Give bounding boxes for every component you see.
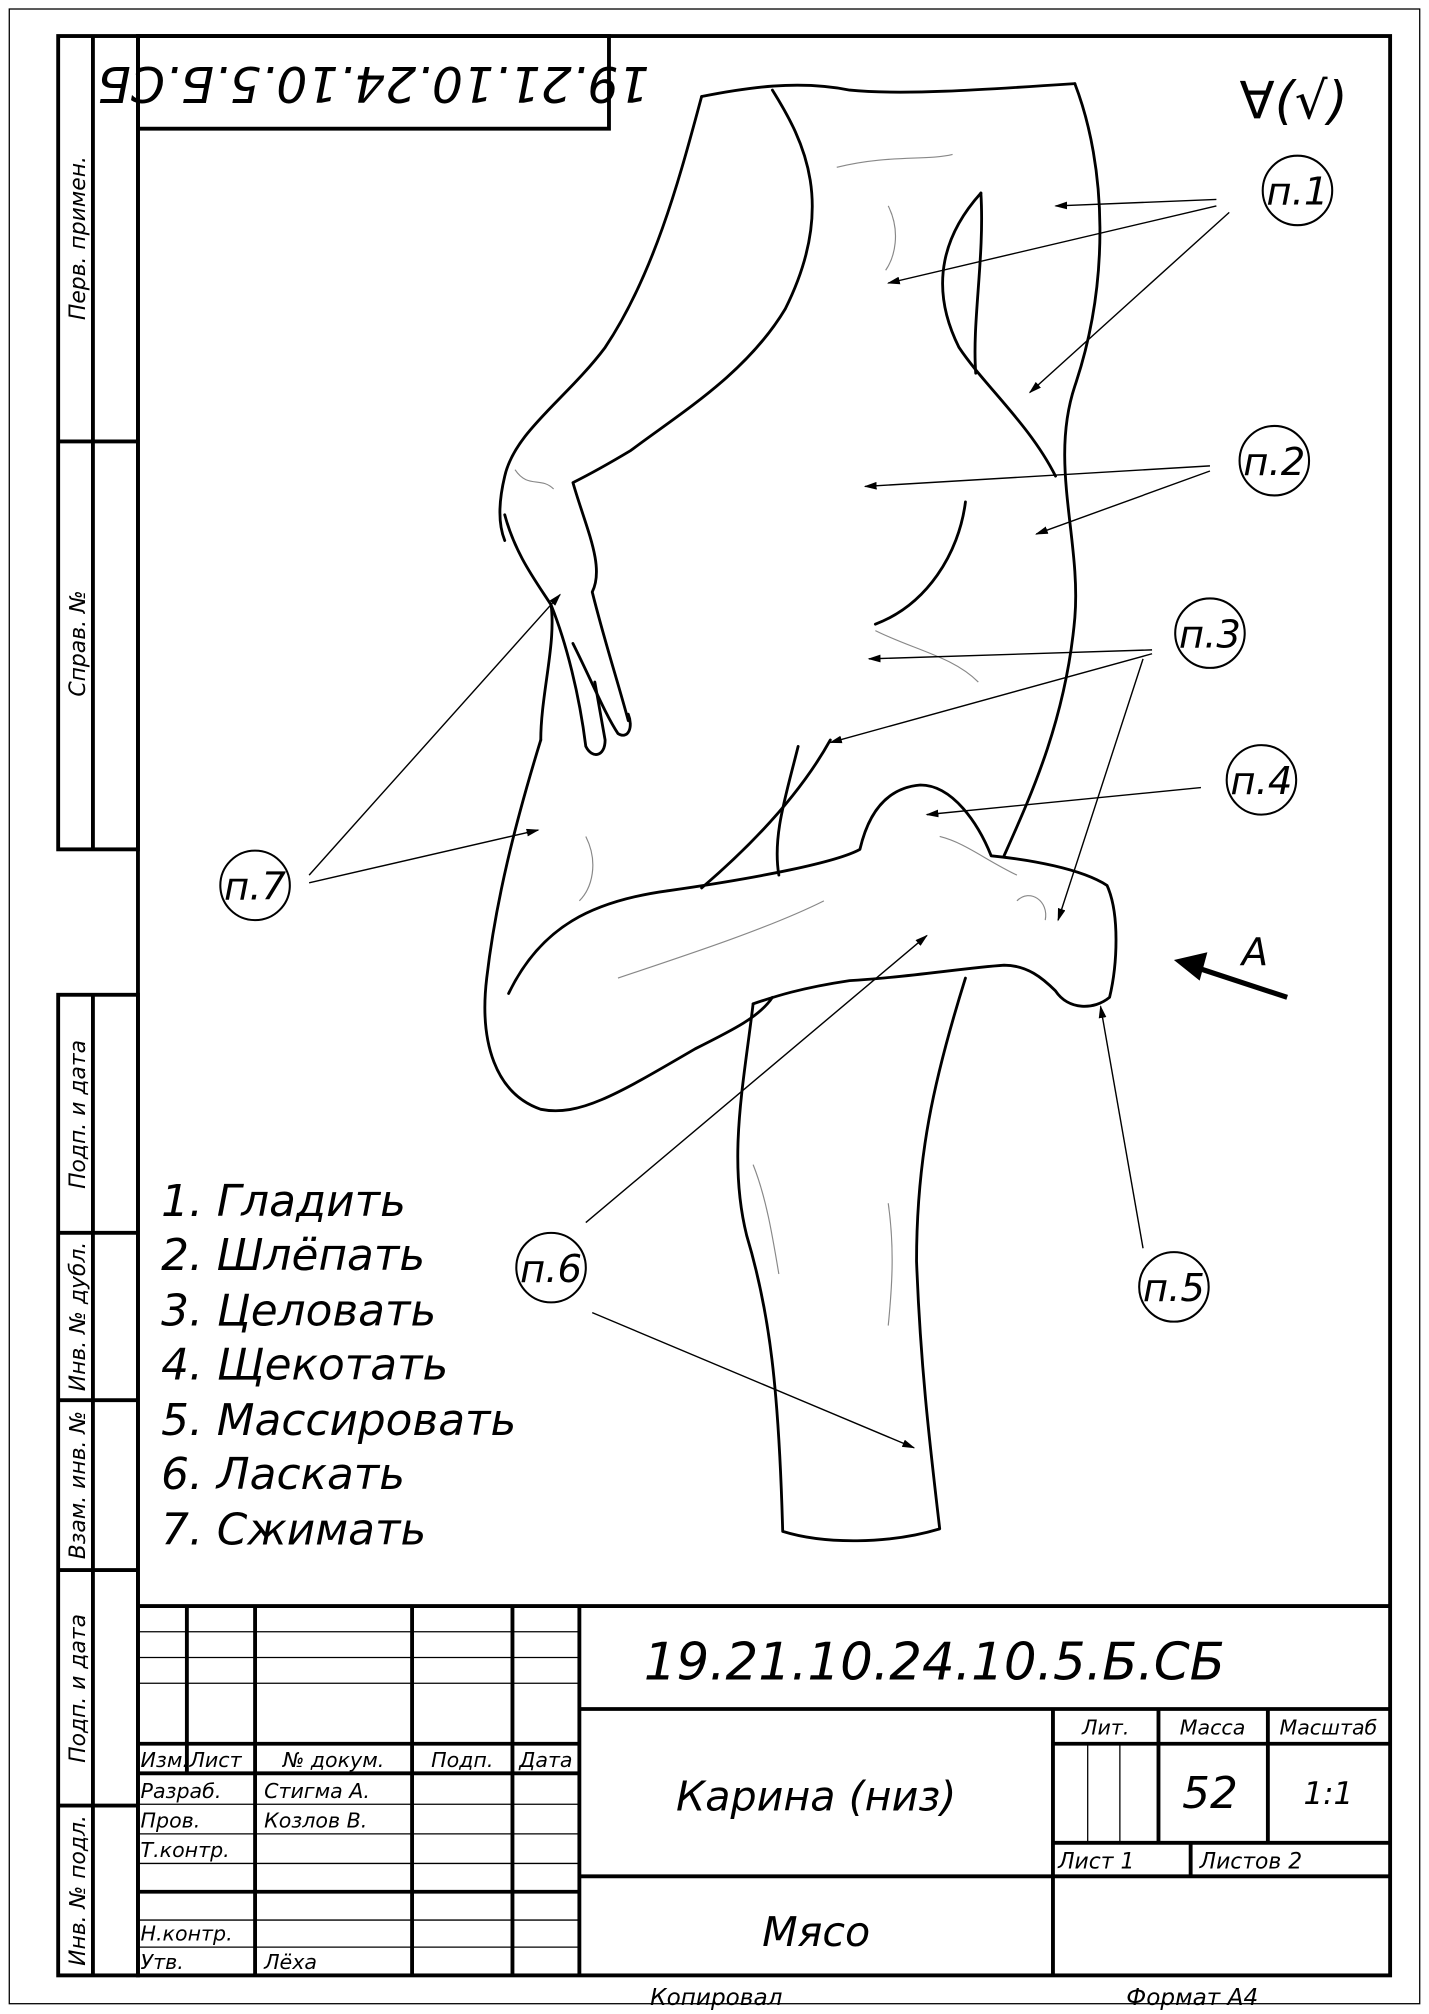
header-izm: Изм. <box>141 1748 189 1772</box>
legend-item: 2. Шлёпать <box>161 1230 425 1281</box>
flipped-code-box <box>136 34 611 131</box>
roughness-symbol: ∀(√) <box>1240 71 1348 131</box>
callout-3: п.3 <box>1174 597 1246 669</box>
strip-label: Инв. № подл. <box>66 1815 91 1966</box>
strip-label: Подп. и дата <box>66 1614 91 1763</box>
header-podp: Подп. <box>431 1748 493 1772</box>
flipped-code: 19.21.10.24.10.5.Б.СБ <box>97 55 649 112</box>
sheet-trim <box>8 8 1421 2005</box>
leader-lines <box>308 198 1230 1449</box>
callout-7: п.7 <box>219 849 291 922</box>
callout-4: п.4 <box>1225 744 1298 816</box>
svg-text:п.2: п.2 <box>1243 440 1305 485</box>
side-strip: Перв. примен. Справ. № Подп. и дата Инв.… <box>56 34 140 1978</box>
strip-label: Перв. примен. <box>66 156 91 320</box>
role-person: Козлов В. <box>264 1808 367 1832</box>
format-label: Формат А4 <box>1126 1985 1258 2011</box>
mass-label: Масса <box>1180 1716 1246 1740</box>
svg-text:п.6: п.6 <box>520 1247 582 1292</box>
role-label: Разраб. <box>141 1779 222 1803</box>
role-person: Лёха <box>263 1950 317 1974</box>
role-label: Т.контр. <box>141 1838 230 1862</box>
legend-item: 3. Целовать <box>161 1286 436 1337</box>
callout-5: п.5 <box>1138 1251 1210 1323</box>
callout-1: п.1 <box>1261 154 1334 227</box>
legend-item: 6. Ласкать <box>161 1449 405 1500</box>
strip-label: Справ. № <box>66 590 91 696</box>
strip-label: Подп. и дата <box>66 1040 91 1189</box>
sheet-count: Листов 2 <box>1199 1850 1303 1875</box>
figure-drawing <box>483 82 1118 1543</box>
material: Мясо <box>762 1908 870 1956</box>
role-person: Стигма А. <box>264 1779 370 1803</box>
legend-item: 7. Сжимать <box>161 1504 426 1555</box>
scale-value: 1:1 <box>1304 1776 1354 1812</box>
title-block: Изм. Лист № докум. Подп. Дата Разраб. Ст… <box>137 1604 1391 1976</box>
legend-item: 4. Щекотать <box>161 1340 448 1391</box>
product-name: Карина (низ) <box>676 1773 956 1821</box>
role-label: Пров. <box>141 1808 201 1832</box>
mass-value: 52 <box>1182 1768 1238 1819</box>
legend-item: 5. Массировать <box>161 1395 516 1446</box>
strip-label: Взам. инв. № <box>66 1411 91 1559</box>
svg-text:п.7: п.7 <box>224 865 287 910</box>
callout-6: п.6 <box>515 1231 587 1304</box>
legend: 1. Гладить 2. Шлёпать 3. Целовать 4. Щек… <box>161 1176 516 1555</box>
lit-label: Лит. <box>1081 1716 1129 1740</box>
svg-text:п.4: п.4 <box>1230 759 1292 804</box>
copied-by-label: Копировал <box>650 1985 782 2011</box>
role-label: Утв. <box>141 1950 184 1974</box>
view-arrow-a: А <box>1173 930 1288 1000</box>
role-label: Н.контр. <box>141 1922 233 1946</box>
header-list: Лист <box>188 1748 242 1772</box>
svg-text:п.5: п.5 <box>1143 1266 1205 1311</box>
svg-text:п.1: п.1 <box>1266 170 1328 215</box>
callout-2: п.2 <box>1238 424 1311 497</box>
header-doc: № докум. <box>282 1748 384 1772</box>
scale-label: Масштаб <box>1279 1716 1377 1740</box>
sheet-number: Лист 1 <box>1057 1850 1134 1875</box>
doc-number: 19.21.10.24.10.5.Б.СБ <box>644 1632 1225 1692</box>
legend-item: 1. Гладить <box>161 1176 406 1227</box>
header-data: Дата <box>518 1748 572 1772</box>
svg-text:А: А <box>1239 930 1268 975</box>
svg-text:п.3: п.3 <box>1179 612 1241 657</box>
strip-label: Инв. № дубл. <box>66 1242 91 1392</box>
